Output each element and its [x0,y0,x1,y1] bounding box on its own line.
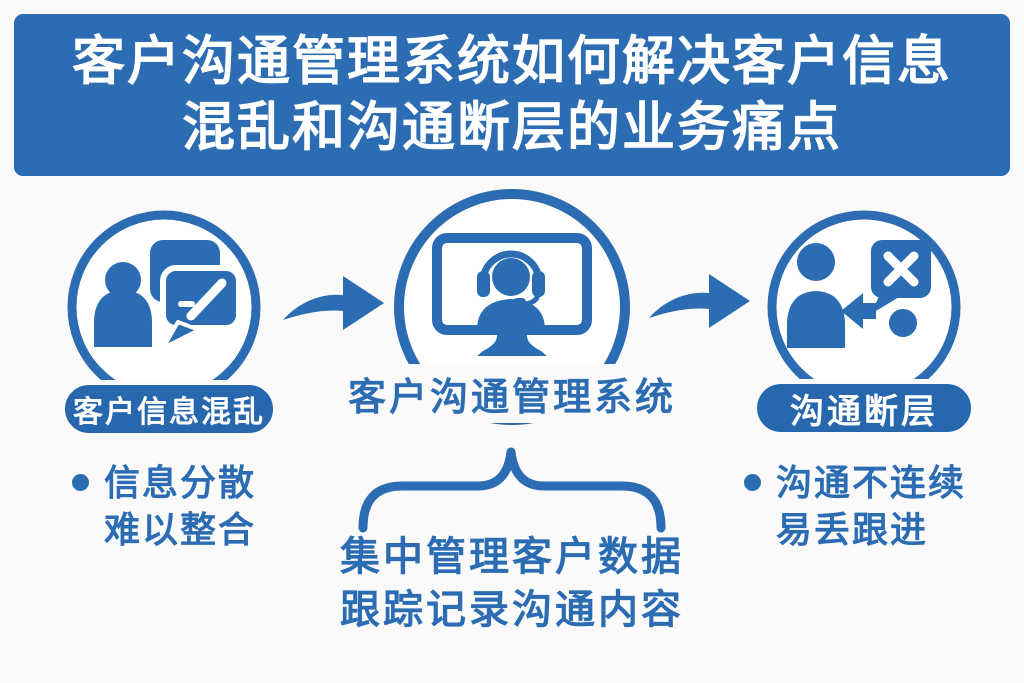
person-message-failed-icon [787,240,931,348]
title-banner: 客户沟通管理系统如何解决客户信息 混乱和沟通断层的业务痛点 [14,14,1010,176]
person-chat-bubbles-icon [94,240,242,350]
right-point-1: 沟通不连续 [776,462,967,503]
flow-arrow-icon [649,274,750,328]
left-pill-label: 客户信息混乱 [60,380,278,438]
right-bullet-text: 沟通不连续 易丢跟进 [776,459,966,553]
left-point-1: 信息分散 [104,462,257,503]
feature-line-1: 集中管理客户数据 [340,535,684,579]
title-line-1: 客户沟通管理系统如何解决客户信息 [72,32,952,91]
left-bullet-list: 信息分散 难以整合 [72,459,256,553]
right-point-2: 易丢跟进 [776,509,929,550]
center-feature-lines: 集中管理客户数据 跟踪记录沟通内容 [340,531,684,637]
monitor-support-agent-icon [432,233,592,356]
title-line-2: 混乱和沟通断层的业务痛点 [182,98,842,157]
left-bullet-text: 信息分散 难以整合 [104,459,256,553]
bullet-dot [744,474,761,491]
right-bullet-list: 沟通不连续 易丢跟进 [744,459,966,553]
bullet-dot [72,474,89,491]
feature-line-2: 跟踪记录沟通内容 [340,588,684,632]
center-system-label: 客户沟通管理系统 [339,364,685,423]
left-point-2: 难以整合 [104,509,257,550]
right-pill-label: 沟通断层 [752,379,976,437]
curly-brace [358,447,666,533]
flow-arrow-icon [283,276,384,330]
